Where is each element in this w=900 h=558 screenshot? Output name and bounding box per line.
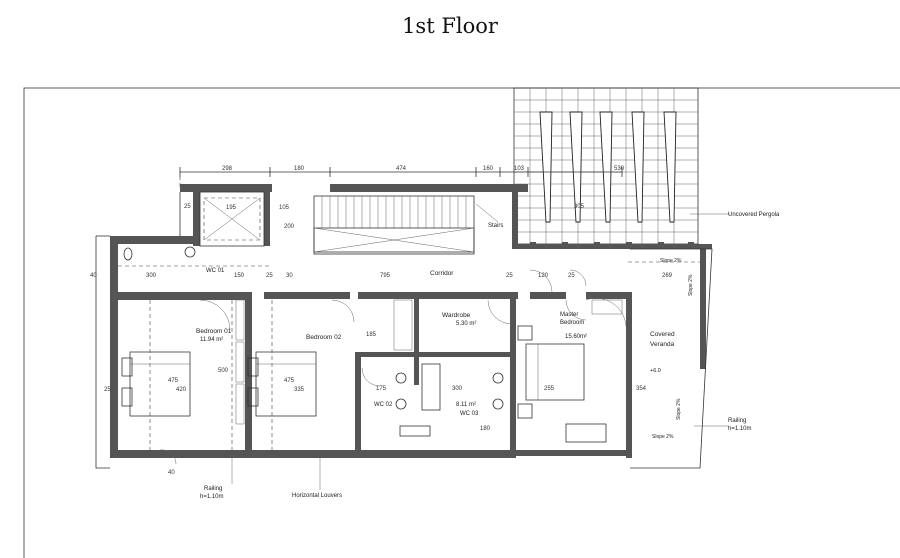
dim-335: 335 — [294, 387, 305, 393]
louvers-label: Horizontal Louvers — [292, 493, 342, 499]
pergola — [513, 87, 699, 248]
slope-right-label: Slope 2% — [688, 274, 694, 296]
dim-top-3: 474 — [396, 166, 407, 172]
dim-25c: 25 — [506, 273, 513, 279]
room-master-area: 15.60m² — [565, 334, 587, 340]
dim-150: 150 — [234, 273, 245, 279]
dim-200: 200 — [284, 224, 295, 230]
room-bedroom02-label: Bedroom 02 — [306, 334, 342, 341]
dim-top-2: 180 — [294, 166, 305, 172]
interior-dimensions: 195 105 200 25 305 40 300 150 25 30 795 … — [90, 204, 673, 476]
dim-500: 500 — [218, 368, 229, 374]
railing-left-height: h=1.10m — [200, 494, 224, 500]
dim-top-5: 103 — [514, 166, 525, 172]
room-wc03-label: WC 03 — [460, 411, 479, 417]
dim-269: 269 — [662, 273, 673, 279]
dim-185: 185 — [366, 332, 377, 338]
dim-top-1: 298 — [222, 166, 233, 172]
room-bedroom01-label: Bedroom 01 — [196, 328, 232, 335]
dim-25b: 25 — [266, 273, 273, 279]
level-label: +6.0 — [650, 368, 661, 374]
dim-25d: 25 — [568, 273, 575, 279]
room-wardrobe-label: Wardrobe — [442, 312, 471, 319]
beam-lines — [118, 176, 700, 450]
dim-475a: 475 — [168, 378, 179, 384]
dim-105: 105 — [279, 205, 290, 211]
dim-255: 255 — [544, 386, 555, 392]
stairs — [313, 195, 499, 255]
room-wc03-area: 8.11 m² — [456, 402, 476, 408]
room-wc02-label: WC 02 — [374, 402, 393, 408]
dim-40b: 40 — [168, 470, 175, 476]
sanitary-fixtures — [123, 246, 504, 437]
room-veranda-label: Covered — [650, 331, 675, 338]
door-swings — [159, 269, 627, 465]
room-wardrobe-area: 5.30 m² — [456, 321, 476, 327]
dim-354: 354 — [636, 386, 647, 392]
drawing-frame — [23, 87, 900, 558]
shaft-hatch — [203, 197, 261, 241]
dim-25e: 25 — [104, 387, 111, 393]
walls — [110, 184, 712, 458]
dim-300a: 300 — [146, 273, 157, 279]
dim-180: 180 — [480, 426, 491, 432]
wardrobe-units — [235, 299, 623, 425]
dim-300b: 300 — [452, 386, 463, 392]
slope-top-label: Slope 2% — [660, 258, 682, 264]
dim-30: 30 — [286, 273, 293, 279]
slope-bottom-label: Slope 2% — [652, 434, 674, 440]
railing-left-label: Railing — [204, 486, 222, 492]
annotations: Uncovered Pergola Slope 2% Slope 2% Slop… — [200, 212, 780, 500]
room-labels: Bedroom 01 11.94 m² Bedroom 02 Wardrobe … — [196, 223, 675, 417]
railing-right-label: Railing — [728, 418, 746, 424]
dim-120: 120 — [538, 273, 549, 279]
room-veranda-label-2: Veranda — [650, 341, 675, 348]
top-dimension-chain: 298 180 474 160 103 530 — [179, 166, 625, 177]
slope-mid-label: Slope 2% — [676, 398, 682, 420]
room-corridor-label: Corridor — [430, 270, 454, 277]
room-master-label: Master — [560, 312, 578, 318]
room-wc01-label: WC 01 — [206, 268, 225, 274]
page-title: 1st Floor — [402, 14, 498, 38]
room-master-label-2: Bedroom — [560, 320, 584, 326]
pergola-label: Uncovered Pergola — [728, 212, 780, 218]
railing-right-height: h=1.10m — [728, 426, 752, 432]
room-bedroom01-area: 11.94 m² — [200, 337, 223, 343]
beds — [121, 325, 607, 443]
dim-795: 795 — [380, 273, 391, 279]
dim-305: 305 — [574, 204, 585, 210]
room-stairs-label: Stairs — [488, 223, 503, 229]
dim-top-6: 530 — [614, 166, 625, 172]
dim-175: 175 — [376, 386, 387, 392]
outline — [95, 191, 713, 469]
dim-25a: 25 — [184, 204, 191, 210]
dim-top-4: 160 — [483, 166, 494, 172]
dim-475b: 475 — [284, 378, 295, 384]
dim-40: 40 — [90, 273, 97, 279]
dim-195: 195 — [226, 205, 237, 211]
dim-420: 420 — [176, 387, 187, 393]
